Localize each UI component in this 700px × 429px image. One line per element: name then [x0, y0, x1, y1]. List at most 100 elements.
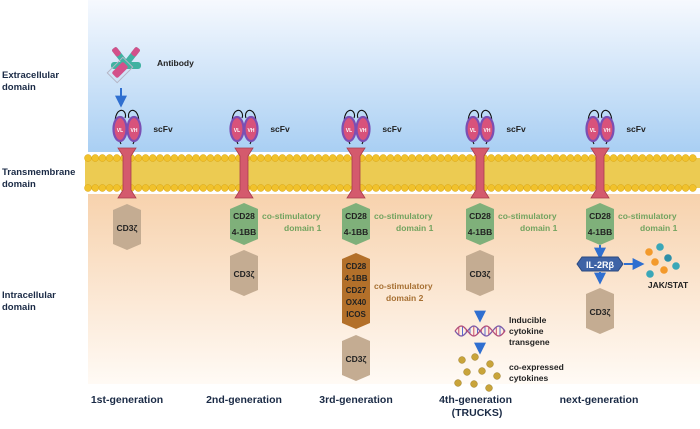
lipid-bead [523, 184, 531, 192]
lipid-bead [458, 184, 467, 192]
lipid-bead [98, 184, 107, 192]
lipid-bead [141, 154, 150, 162]
lipid-bead [458, 154, 467, 162]
costim-1-line-2: domain 1 [284, 223, 322, 233]
cytokine-dot [471, 353, 479, 361]
lipid-bead [213, 154, 222, 162]
generation-2nd-line-1: 2nd-generation [206, 394, 282, 406]
lipid-bead [487, 154, 495, 162]
lipid-bead [638, 184, 647, 192]
generation-label-4th: 4th-generation (TRUCKS) [439, 394, 515, 419]
lipid-bead [501, 184, 510, 192]
lipid-bead [645, 154, 654, 162]
vl-label: VL [470, 128, 476, 134]
costim-1-line-2: domain 1 [520, 223, 558, 233]
jak-stat-dot [646, 270, 654, 278]
vl-label: VL [590, 128, 596, 134]
jak-stat-dot [651, 258, 659, 266]
vl-label: VL [117, 128, 123, 134]
generation-label-2nd: 2nd-generation [206, 394, 282, 406]
lipid-bead [84, 154, 92, 162]
lipid-bead [134, 154, 143, 162]
lipid-bead [681, 154, 690, 162]
lipid-bead [271, 154, 279, 162]
lipid-bead [105, 154, 114, 162]
generation-3rd-line-1: 3rd-generation [319, 394, 393, 406]
lipid-bead [177, 184, 186, 192]
lipid-bead [314, 154, 323, 162]
lipid-bead [660, 184, 668, 192]
lipid-bead [170, 184, 179, 192]
lipid-bead [566, 154, 575, 162]
costim-2-label-line-1: co-stimulatory [374, 281, 433, 291]
lipid-bead [588, 154, 596, 162]
lipid-bead [221, 184, 229, 192]
transgene-line-2: cytokine [509, 326, 544, 336]
dna-strand [454, 325, 506, 337]
lipid-bead [221, 154, 229, 162]
lipid-bead [429, 184, 438, 192]
costim-2-line: 4-1BB [344, 274, 367, 283]
lipid-bead [624, 154, 632, 162]
lipid-bead [581, 154, 589, 162]
lipid-bead [149, 184, 157, 192]
cd3z-domain [586, 288, 614, 334]
vh-domain [599, 115, 615, 143]
generation-4th-line-1: 4th-generation [439, 394, 512, 406]
lipid-bead [379, 184, 387, 192]
lipid-bead [451, 154, 459, 162]
lipid-bead [617, 154, 625, 162]
lipid-bead [689, 184, 697, 192]
lipid-bead [336, 154, 344, 162]
lipid-bead [501, 154, 510, 162]
vh-label: VH [604, 128, 611, 134]
scfv-label: scFv [506, 124, 526, 134]
lipid-bead [559, 154, 567, 162]
lipid-bead [98, 154, 107, 162]
vh-domain [479, 115, 495, 143]
cd3z-domain [342, 335, 370, 381]
cytokine-dot [478, 367, 486, 375]
lipid-bead [336, 184, 344, 192]
lipid-bead [372, 154, 380, 162]
lipid-bead [300, 184, 308, 192]
vh-label: VH [484, 128, 491, 134]
costim-1-line-1: co-stimulatory [262, 211, 321, 221]
cd3z-domain [113, 204, 141, 250]
lipid-bead [437, 184, 445, 192]
vl-label: VL [346, 128, 352, 134]
lipid-bead [141, 184, 150, 192]
lipid-bead [278, 184, 287, 192]
transmembrane-line-2: domain [2, 179, 36, 190]
cytokines-line-2: cytokines [509, 373, 548, 383]
4-1bb-label: 4-1BB [468, 227, 493, 237]
lipid-bead [300, 154, 308, 162]
lipid-bead [509, 184, 517, 192]
4-1bb-label: 4-1BB [588, 227, 613, 237]
antibody-label: Antibody [157, 58, 194, 68]
lipid-bead [91, 184, 99, 192]
lipid-bead [465, 154, 474, 162]
cd3z-domain [230, 250, 258, 296]
costim-1-line-1: co-stimulatory [618, 211, 677, 221]
scfv-label: scFv [382, 124, 402, 134]
intracellular-line-1: Intracellular [2, 290, 56, 301]
cd3z-label: CD3ζ [234, 269, 255, 279]
lipid-bead [192, 184, 200, 192]
lipid-bead [113, 154, 121, 162]
lipid-bead [192, 154, 200, 162]
lipid-bead [408, 154, 416, 162]
lipid-bead [653, 184, 661, 192]
costim-2-line: ICOS [346, 310, 366, 319]
generation-1st-line-1: 1st-generation [91, 394, 163, 406]
lipid-bead [293, 154, 301, 162]
lipid-bead [365, 154, 373, 162]
lipid-bead [264, 154, 272, 162]
extracellular-line-2: domain [2, 82, 36, 93]
lipid-bead [523, 154, 531, 162]
